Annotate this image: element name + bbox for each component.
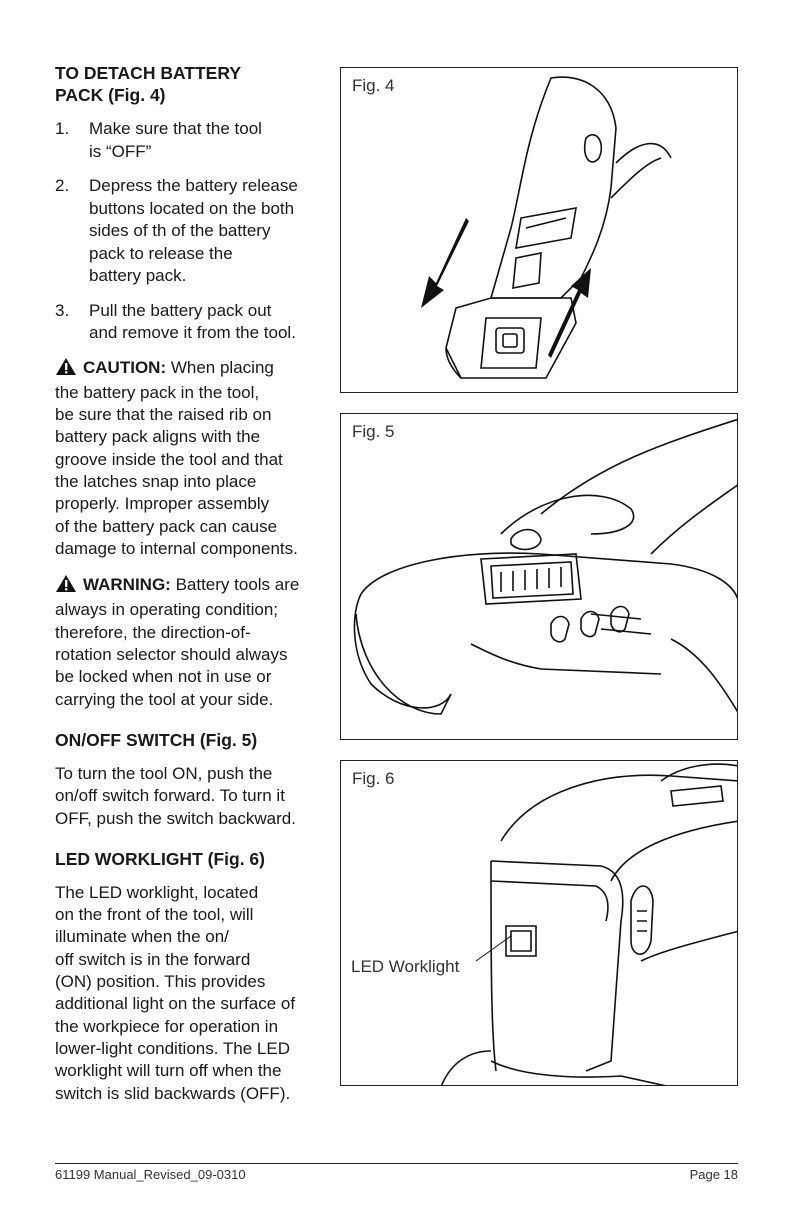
footer-doc-id: 61199 Manual_Revised_09-0310 — [55, 1167, 246, 1182]
caution-line: When placing — [170, 357, 274, 377]
warning-line: Battery tools are — [175, 575, 300, 595]
step-3: 3. Pull the battery pack out and remove … — [55, 300, 337, 345]
figure-4-caption: Fig. 4 — [352, 76, 395, 95]
warning-label: WARNING: — [83, 575, 171, 595]
step-number: 3. — [55, 300, 70, 320]
caution-line: damage to internal components. — [55, 538, 298, 558]
caution-line: the battery pack in the tool, — [55, 382, 260, 402]
warning-line: always in operating condition; — [55, 600, 279, 620]
led-line: switch is slid backwards (OFF). — [55, 1083, 291, 1103]
step-text: Pull the battery pack out — [89, 300, 272, 320]
led-line: The LED worklight, located — [55, 882, 259, 902]
figure-6-caption: Fig. 6 — [352, 769, 395, 788]
onoff-line: To turn the tool ON, push the — [55, 763, 273, 783]
step-text: Depress the battery release — [89, 176, 298, 195]
step-2: 2. Depress the battery release buttons l… — [55, 175, 337, 288]
led-line: illuminate when the on/ — [55, 927, 229, 947]
onoff-line: OFF, push the switch backward. — [55, 808, 296, 828]
onoff-switch-illustration — [353, 418, 737, 715]
led-line: additional light on the surface of — [55, 994, 296, 1014]
step-1: 1. Make sure that the tool is “OFF” — [55, 118, 337, 163]
warning-triangle-icon — [55, 574, 77, 599]
caution-label: CAUTION: — [83, 357, 167, 377]
led-line: the workpiece for operation in — [55, 1016, 279, 1036]
warning-paragraph: WARNING: Battery tools are always in ope… — [55, 574, 337, 711]
onoff-line: on/off switch forward. To turn it — [55, 786, 285, 806]
figure-6: Fig. 6 LED Worklight — [340, 760, 738, 1086]
page-number: Page 18 — [689, 1167, 738, 1182]
step-text: battery pack. — [89, 266, 187, 285]
led-line: off switch is in the forward — [55, 949, 251, 969]
led-worklight-illustration — [441, 763, 737, 1085]
battery-detach-illustration — [421, 76, 672, 379]
warning-line: carrying the tool at your side. — [55, 689, 274, 709]
caution-line: be sure that the raised rib on — [55, 405, 272, 425]
step-text: sides of th of the battery — [89, 221, 271, 240]
onoff-heading: ON/OFF SWITCH (Fig. 5) — [55, 729, 258, 750]
figure-5: Fig. 5 — [340, 413, 738, 740]
text-column: TO DETACH BATTERY PACK (Fig. 4) 1. Make … — [55, 62, 337, 1117]
warning-line: therefore, the direction-of- — [55, 622, 251, 642]
led-line: lower-light conditions. The LED — [55, 1038, 290, 1058]
warning-line: be locked when not in use or — [55, 667, 272, 687]
led-line: (ON) position. This provides — [55, 972, 266, 992]
caution-line: battery pack aligns with the — [55, 427, 261, 447]
led-heading: LED WORKLIGHT (Fig. 6) — [55, 848, 265, 869]
step-number: 1. — [55, 119, 70, 138]
warning-line: rotation selector should always — [55, 645, 288, 665]
caution-line: properly. Improper assembly — [55, 494, 270, 514]
onoff-paragraph: To turn the tool ON, push the on/off swi… — [55, 763, 337, 830]
step-text: buttons located on the both — [89, 198, 295, 218]
caution-paragraph: CAUTION: When placing the battery pack i… — [55, 357, 337, 561]
caution-line: of the battery pack can cause — [55, 516, 278, 536]
detach-heading: TO DETACH BATTERY PACK (Fig. 4) — [55, 62, 337, 106]
step-text: Make sure that the tool — [89, 119, 262, 138]
step-text: is “OFF” — [89, 141, 152, 161]
led-line: on the front of the tool, will — [55, 905, 254, 925]
caution-line: the latches snap into place — [55, 471, 257, 491]
warning-triangle-icon — [55, 357, 77, 382]
figure-5-caption: Fig. 5 — [352, 422, 395, 441]
footer-divider — [55, 1163, 738, 1164]
detach-heading-line2: PACK (Fig. 4) — [55, 85, 166, 105]
led-line: worklight will turn off when the — [55, 1061, 282, 1081]
led-worklight-callout: LED Worklight — [349, 957, 462, 977]
led-paragraph: The LED worklight, located on the front … — [55, 882, 337, 1105]
step-number: 2. — [55, 176, 70, 195]
caution-line: groove inside the tool and that — [55, 449, 283, 469]
step-text: pack to release the — [89, 243, 233, 263]
detach-heading-line1: TO DETACH BATTERY — [55, 63, 242, 83]
step-text: and remove it from the tool. — [89, 323, 296, 342]
figure-4: Fig. 4 — [340, 67, 738, 393]
